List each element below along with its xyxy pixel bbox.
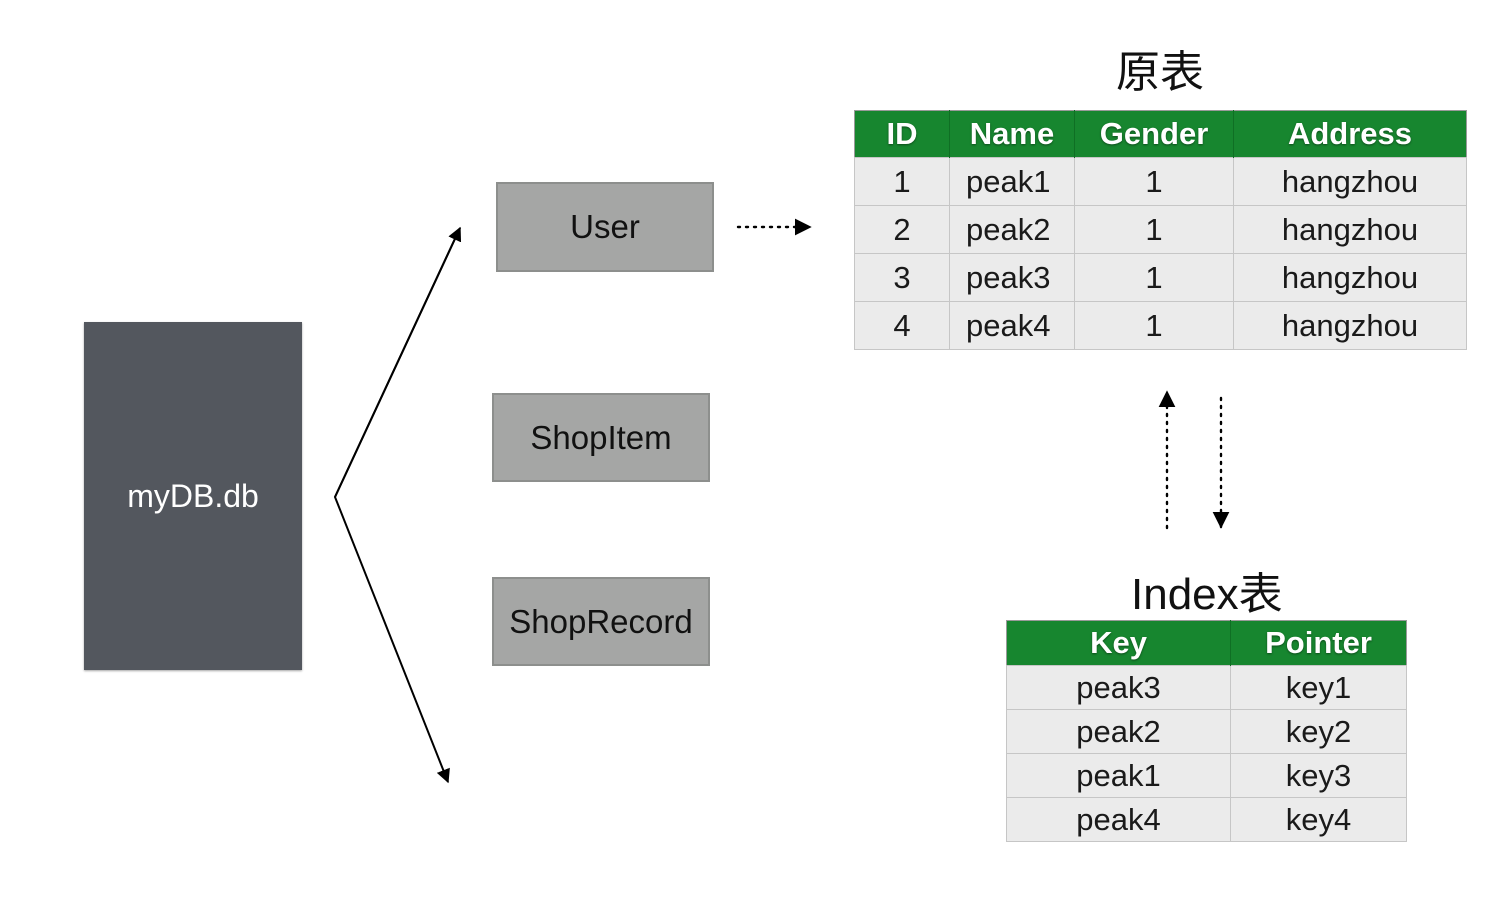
table-cell: 1 bbox=[1074, 157, 1234, 206]
table-cell: peak4 bbox=[949, 301, 1075, 350]
table-cell: key4 bbox=[1230, 797, 1407, 842]
table-row: peak2 key2 bbox=[1006, 709, 1407, 754]
table-row: 4 peak4 1 hangzhou bbox=[854, 301, 1467, 350]
header-cell: ID bbox=[854, 110, 950, 158]
table-box-label: User bbox=[570, 208, 640, 245]
table-box-shopitem: ShopItem bbox=[492, 393, 710, 482]
table-cell: peak3 bbox=[1006, 665, 1231, 710]
database-box: myDB.db bbox=[84, 322, 302, 670]
main-table: ID Name Gender Address 1 peak1 1 hangzho… bbox=[854, 110, 1467, 350]
table-cell: peak4 bbox=[1006, 797, 1231, 842]
table-header-row: ID Name Gender Address bbox=[854, 110, 1467, 158]
table-cell: 2 bbox=[854, 205, 950, 254]
index-table-title: Index表 bbox=[1131, 570, 1283, 619]
table-cell: 1 bbox=[1074, 253, 1234, 302]
table-cell: peak2 bbox=[949, 205, 1075, 254]
table-cell: hangzhou bbox=[1233, 157, 1467, 206]
database-label: myDB.db bbox=[127, 477, 259, 514]
table-cell: hangzhou bbox=[1233, 253, 1467, 302]
table-cell: 3 bbox=[854, 253, 950, 302]
table-row: peak3 key1 bbox=[1006, 665, 1407, 710]
table-row: 1 peak1 1 hangzhou bbox=[854, 157, 1467, 206]
table-cell: 1 bbox=[1074, 205, 1234, 254]
table-box-label: ShopRecord bbox=[509, 602, 693, 640]
table-row: 2 peak2 1 hangzhou bbox=[854, 205, 1467, 254]
table-header-row: Key Pointer bbox=[1006, 620, 1407, 666]
branch-arrow-up bbox=[334, 226, 462, 498]
table-cell: 4 bbox=[854, 301, 950, 350]
table-cell: hangzhou bbox=[1233, 301, 1467, 350]
table-box-shoprecord: ShopRecord bbox=[492, 577, 710, 666]
branch-arrow-down bbox=[333, 227, 461, 784]
table-cell: key2 bbox=[1230, 709, 1407, 754]
table-cell: peak1 bbox=[1006, 753, 1231, 798]
table-cell: peak3 bbox=[949, 253, 1075, 302]
table-cell: 1 bbox=[1074, 301, 1234, 350]
index-table: Key Pointer peak3 key1 peak2 key2 peak1 … bbox=[1006, 620, 1407, 842]
header-cell: Name bbox=[949, 110, 1075, 158]
table-box-user: User bbox=[496, 182, 714, 272]
table-cell: key1 bbox=[1230, 665, 1407, 710]
table-row: 3 peak3 1 hangzhou bbox=[854, 253, 1467, 302]
header-cell: Key bbox=[1006, 620, 1231, 666]
table-row: peak4 key4 bbox=[1006, 797, 1407, 842]
header-cell: Gender bbox=[1074, 110, 1234, 158]
header-cell: Address bbox=[1233, 110, 1467, 158]
table-cell: peak1 bbox=[949, 157, 1075, 206]
table-cell: 1 bbox=[854, 157, 950, 206]
header-cell: Pointer bbox=[1230, 620, 1407, 666]
main-table-title: 原表 bbox=[1116, 48, 1204, 97]
table-cell: hangzhou bbox=[1233, 205, 1467, 254]
table-box-label: ShopItem bbox=[530, 418, 672, 456]
table-cell: peak2 bbox=[1006, 709, 1231, 754]
